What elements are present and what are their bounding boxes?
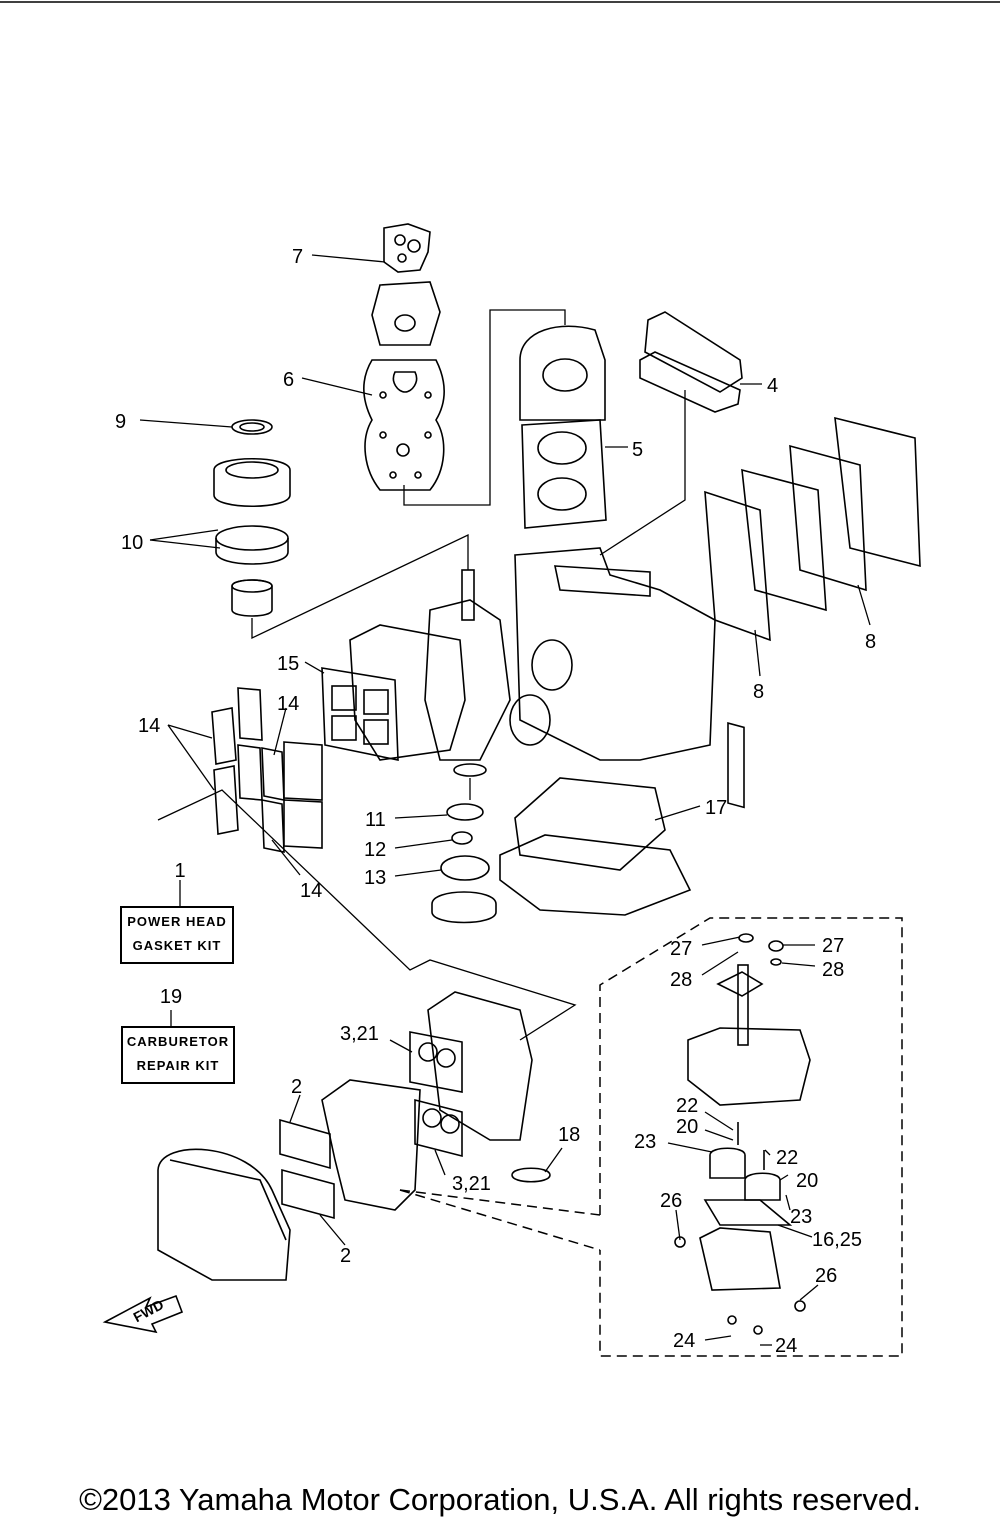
callout-3-21b: 3,21 <box>452 1173 491 1195</box>
part-15-intake-gasket <box>321 667 399 761</box>
callout-8a: 8 <box>865 631 876 653</box>
carburetor-repair-kit-box[interactable]: CARBURETOR REPAIR KIT <box>121 1026 235 1084</box>
callout-14b: 14 <box>277 693 299 715</box>
part-9-10-bearing-housing <box>213 419 291 617</box>
callout-24a: 24 <box>673 1330 695 1352</box>
callout-27b: 27 <box>822 935 844 957</box>
part-11-13-seals <box>431 803 497 924</box>
kit-19-number: 19 <box>159 986 183 1008</box>
callout-6: 6 <box>283 369 294 391</box>
callout-2b: 2 <box>340 1245 351 1267</box>
callout-14a: 14 <box>138 715 160 737</box>
callout-9: 9 <box>115 411 126 433</box>
part-7-gasket <box>383 223 431 273</box>
callout-7: 7 <box>292 246 303 268</box>
connection-lines <box>157 309 686 1041</box>
part-5-cylinder-head-gasket <box>519 325 607 529</box>
carburetor-kit-line1: CARBURETOR <box>126 1034 230 1049</box>
power-head-gasket-kit-box[interactable]: POWER HEAD GASKET KIT <box>120 906 234 964</box>
kit-1-number: 1 <box>174 860 186 882</box>
callout-17: 17 <box>705 797 727 819</box>
callout-14c: 14 <box>300 880 322 902</box>
exploded-parts-diagram: FWD 7 6 9 10 4 5 8 8 15 14 14 14 11 12 1… <box>0 1 1000 1357</box>
callout-20a: 20 <box>676 1116 698 1138</box>
callout-4: 4 <box>767 375 778 397</box>
carburetor-internals <box>674 933 811 1335</box>
part-6-cover-plates <box>362 281 446 491</box>
callout-8b: 8 <box>753 681 764 703</box>
callout-23b: 23 <box>790 1206 812 1228</box>
callout-16-25: 16,25 <box>812 1229 862 1251</box>
part-17-base-gasket <box>499 777 692 916</box>
callout-27a: 27 <box>670 938 692 960</box>
copyright-footer: ©2013 Yamaha Motor Corporation, U.S.A. A… <box>79 1482 921 1517</box>
callout-22a: 22 <box>676 1095 698 1117</box>
carburetor-body <box>279 991 551 1220</box>
leader-lines <box>139 254 871 1346</box>
carburetor-detail-frame <box>599 917 903 1357</box>
callout-5: 5 <box>632 439 643 461</box>
part-4-cover-gasket <box>639 311 743 413</box>
part-14-reed-gaskets <box>211 687 323 853</box>
callout-2a: 2 <box>291 1076 302 1098</box>
callout-23a: 23 <box>634 1131 656 1153</box>
fwd-arrow-icon: FWD <box>102 1294 184 1334</box>
power-head-block <box>349 547 716 777</box>
callout-22b: 22 <box>776 1147 798 1169</box>
power-head-kit-line2: GASKET KIT <box>132 938 222 953</box>
callout-28b: 28 <box>822 959 844 981</box>
callout-26b: 26 <box>815 1265 837 1287</box>
callout-3-21a: 3,21 <box>340 1023 379 1045</box>
callout-labels: 7 6 9 10 4 5 8 8 15 14 14 14 11 12 13 17… <box>115 246 876 1357</box>
callout-20b: 20 <box>796 1170 818 1192</box>
part-8-exhaust-gaskets <box>704 416 921 809</box>
callout-10: 10 <box>121 532 143 554</box>
carburetor-kit-line2: REPAIR KIT <box>136 1058 220 1073</box>
silencer-cover <box>157 1148 291 1281</box>
callout-13: 13 <box>364 867 386 889</box>
callout-11: 11 <box>365 809 386 831</box>
callout-28a: 28 <box>670 969 692 991</box>
power-head-kit-line1: POWER HEAD <box>127 914 227 929</box>
callout-15: 15 <box>277 653 299 675</box>
callout-12: 12 <box>364 839 386 861</box>
callout-26a: 26 <box>660 1190 682 1212</box>
callout-24b: 24 <box>775 1335 797 1357</box>
callout-18: 18 <box>558 1124 580 1146</box>
